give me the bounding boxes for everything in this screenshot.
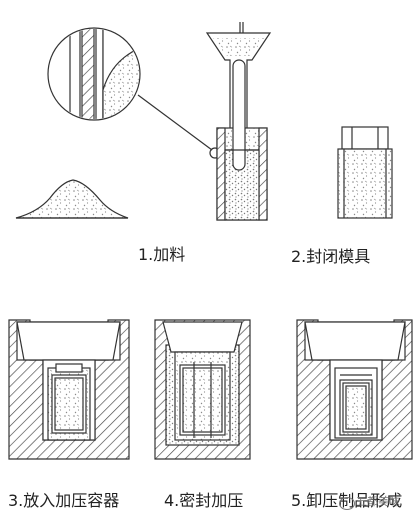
step-3-label: 3.放入加压容器 bbox=[8, 491, 120, 510]
step4-drawing bbox=[154, 319, 251, 460]
powder-heap bbox=[15, 179, 129, 219]
step-4-label: 4.密封加压 bbox=[164, 491, 244, 510]
step1-drawing bbox=[15, 22, 272, 221]
closed-mold bbox=[337, 148, 393, 219]
watermark-icon bbox=[339, 497, 355, 510]
step2-drawing bbox=[337, 126, 393, 219]
step-1-label: 1.加料 bbox=[138, 245, 186, 264]
step3-drawing bbox=[8, 319, 130, 460]
step-2-label: 2.封闭模具 bbox=[291, 247, 371, 266]
mold-core bbox=[232, 59, 246, 171]
step5-drawing bbox=[296, 319, 413, 460]
watermark-text: 五都美味 bbox=[356, 495, 400, 508]
